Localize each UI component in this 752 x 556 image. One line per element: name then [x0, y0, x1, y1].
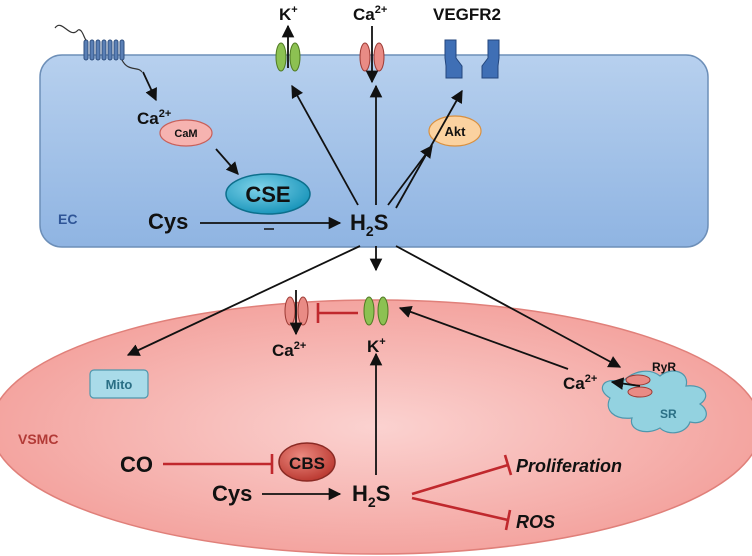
arrow-ryr-to-ca — [610, 377, 641, 390]
ca-channel-vsmc-icon — [284, 296, 309, 326]
inhibit-ros-bar — [504, 509, 512, 531]
cbs-enzyme — [278, 442, 336, 482]
vegfr2-receptor-icon — [444, 39, 500, 79]
co-label: CO — [120, 452, 153, 477]
ca-label-ec: Ca2+ — [137, 108, 171, 128]
vsmc-region-label: VSMC — [18, 431, 58, 447]
ec-region-label: EC — [58, 211, 77, 227]
arrow-h2s-to-ryr — [395, 245, 622, 368]
cys-label-ec: Cys — [148, 209, 188, 234]
proliferation-label: Proliferation — [516, 456, 622, 476]
sr-label: SR — [660, 407, 677, 421]
h2s-label-ec: H2S — [350, 210, 388, 239]
cbs-label: CBS — [289, 454, 325, 473]
mito-box — [89, 369, 149, 399]
arrow-h2s-to-k-ec — [291, 84, 359, 206]
vegfr2-label: VEGFR2 — [433, 5, 501, 24]
cse-enzyme — [225, 173, 311, 215]
cam-node — [159, 119, 213, 147]
gpcr-receptor-icon — [54, 24, 143, 73]
arrow-gpcr-to-ca — [142, 71, 157, 102]
inhibit-h2s-to-ros — [411, 496, 509, 522]
inhibit-proliferation-bar — [503, 454, 513, 476]
ryr-channel-icon — [625, 374, 653, 398]
sr-ca-label: Ca2+ — [563, 373, 597, 393]
ros-label: ROS — [516, 512, 555, 532]
k-label-ec: K+ — [279, 4, 298, 24]
arrow-ca-to-k-vsmc — [398, 305, 569, 370]
mito-label: Mito — [106, 377, 133, 392]
ryr-label: RyR — [652, 360, 676, 374]
akt-label: Akt — [445, 124, 467, 139]
cys-label-vsmc: Cys — [212, 481, 252, 506]
ca-label-vsmc: Ca2+ — [272, 340, 306, 360]
inhibit-h2s-to-proliferation — [411, 463, 509, 496]
ca-channel-ec-icon — [359, 42, 385, 72]
sr-organelle-icon — [601, 370, 707, 434]
arrow-cam-to-cse — [215, 148, 239, 175]
k-channel-ec-icon — [275, 42, 301, 72]
ca-label-ec-top: Ca2+ — [353, 4, 387, 24]
akt-node — [428, 115, 482, 147]
cam-label: CaM — [174, 128, 197, 140]
arrow-h2s-to-mito — [126, 245, 361, 356]
cse-label: CSE — [245, 182, 290, 207]
arrow-h2s-to-vegfr2 — [395, 89, 463, 209]
h2s-label-vsmc: H2S — [352, 481, 390, 510]
k-label-vsmc: K+ — [367, 336, 386, 356]
k-channel-vsmc-icon — [363, 296, 389, 326]
